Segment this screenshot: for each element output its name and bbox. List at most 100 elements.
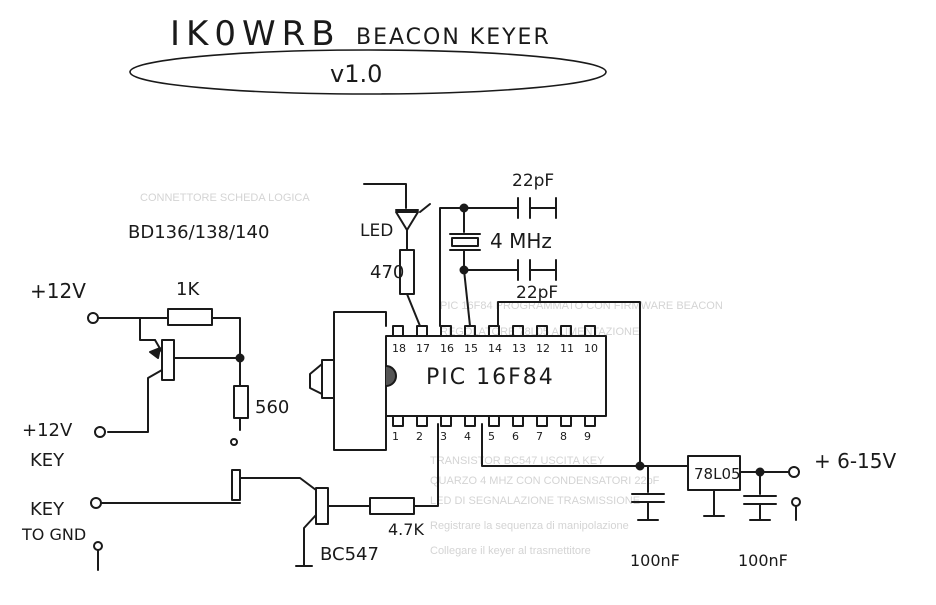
bottom-pin-9 <box>584 415 596 427</box>
crystal-body <box>451 237 479 247</box>
led-ray <box>419 203 431 213</box>
wire-4k7-right <box>413 423 439 507</box>
top-pin-14 <box>488 325 500 337</box>
led-label: LED <box>360 221 393 241</box>
res-470-label: 470 <box>370 262 404 283</box>
wire-470-pin <box>406 293 421 327</box>
background-text-8: Collegare il keyer al trasmettitore <box>430 545 591 557</box>
chip-pins-bottom: 1 2 3 4 5 6 7 8 9 <box>392 415 596 443</box>
top-pin-label-15: 15 <box>464 342 478 355</box>
top-pin-label-12: 12 <box>536 342 550 355</box>
transistor-pnp-label: BD136/138/140 <box>128 222 269 243</box>
top-pin-18 <box>392 325 404 337</box>
speaker <box>321 359 335 399</box>
cap-top-label: 22pF <box>512 171 554 191</box>
chip-label: PIC 16F84 <box>426 365 555 390</box>
background-text-1: CONNETTORE SCHEDA LOGICA <box>140 192 310 204</box>
bottom-pin-label-8: 8 <box>560 430 567 443</box>
terminal-12v <box>87 312 99 324</box>
supply-12v-label: +12V <box>30 279 86 303</box>
terminal-12v-key <box>94 426 106 438</box>
top-pin-label-14: 14 <box>488 342 502 355</box>
npn-emitter <box>303 514 317 566</box>
wire-1k-right <box>211 317 241 359</box>
cap-100nf-right-label: 100nF <box>738 551 788 570</box>
top-pin-label-17: 17 <box>416 342 430 355</box>
wire-xtal-left <box>439 207 465 327</box>
version: v1.0 <box>330 60 382 88</box>
top-pin-11 <box>560 325 572 337</box>
crystal-label: 4 MHz <box>490 229 552 253</box>
bottom-pin-3 <box>440 415 452 427</box>
chip-notch <box>385 365 397 387</box>
top-pin-label-13: 13 <box>512 342 526 355</box>
speaker-cone <box>309 363 323 395</box>
background-text-6: LED DI SEGNALAZIONE TRASMISSIONE <box>430 495 641 507</box>
top-pin-13 <box>512 325 524 337</box>
wire-coupler-top <box>239 477 317 491</box>
wire-pin14-vcc <box>497 301 641 467</box>
pnp-emitter <box>154 339 163 353</box>
bottom-pin-6 <box>512 415 524 427</box>
res-1k-label: 1K <box>176 279 200 300</box>
terminal-supply-in <box>788 466 800 478</box>
top-pin-label-18: 18 <box>392 342 406 355</box>
res-560-label: 560 <box>255 397 289 418</box>
coupler <box>231 469 241 501</box>
terminal-key-gnd <box>90 497 102 509</box>
top-pin-16 <box>440 325 452 337</box>
key-to-gnd-label-1: KEY <box>30 499 65 520</box>
bottom-pin-label-9: 9 <box>584 430 591 443</box>
pnp-arrow <box>149 347 161 359</box>
chip-pins-top: 18 17 16 15 14 13 12 11 10 <box>392 325 598 355</box>
resistor-1k <box>167 308 213 326</box>
wire-pin5-gnd <box>481 423 641 467</box>
wire-led-top <box>363 183 407 209</box>
supply-in-label: + 6-15V <box>814 449 897 473</box>
bottom-pin-4 <box>464 415 476 427</box>
wire-xtal-bottom-pin <box>463 269 471 327</box>
bottom-pin-label-5: 5 <box>488 430 495 443</box>
pnp-collector <box>107 369 163 433</box>
bottom-pin-label-7: 7 <box>536 430 543 443</box>
bottom-pin-label-1: 1 <box>392 430 399 443</box>
transistor-npn-label: BC547 <box>320 544 379 565</box>
bottom-pin-5 <box>488 415 500 427</box>
terminal-supply-gnd <box>791 497 801 507</box>
bottom-pin-label-2: 2 <box>416 430 423 443</box>
cap-bottom-label: 22pF <box>516 283 558 303</box>
top-pin-10 <box>584 325 596 337</box>
resistor-560 <box>233 385 249 419</box>
terminal-gnd <box>93 541 103 551</box>
wire-12v <box>97 317 156 341</box>
top-pin-12 <box>536 325 548 337</box>
wire-speaker-top <box>333 311 387 361</box>
transistor-pnp <box>161 339 175 381</box>
subtitle: BEACON KEYER <box>356 25 551 50</box>
bottom-pin-label-4: 4 <box>464 430 471 443</box>
top-pin-15 <box>464 325 476 337</box>
bottom-pin-2 <box>416 415 428 427</box>
transistor-npn <box>315 487 329 525</box>
top-pin-label-11: 11 <box>560 342 574 355</box>
bottom-pin-1 <box>392 415 404 427</box>
title-ellipse <box>129 49 607 95</box>
background-text-4: TRANSISTOR BC547 USCITA KEY <box>430 455 605 467</box>
background-text-5: QUARZO 4 MHZ CON CONDENSATORI 22pF <box>430 475 660 487</box>
background-text-7: Registrare la sequenza di manipolazione <box>430 520 629 532</box>
node-560 <box>230 438 238 446</box>
bottom-pin-label-6: 6 <box>512 430 519 443</box>
title: IK0WRB <box>170 14 341 54</box>
cap-100nf-left-label: 100nF <box>630 551 680 570</box>
supply-12v-key-label: +12V <box>22 420 73 441</box>
top-pin-label-10: 10 <box>584 342 598 355</box>
top-pin-label-16: 16 <box>440 342 454 355</box>
regulator-label: 78L05 <box>694 465 741 483</box>
res-4k7-label: 4.7K <box>388 520 424 539</box>
bottom-pin-label-3: 3 <box>440 430 447 443</box>
bottom-pin-7 <box>536 415 548 427</box>
led-symbol <box>395 211 419 231</box>
resistor-4k7 <box>369 497 415 515</box>
